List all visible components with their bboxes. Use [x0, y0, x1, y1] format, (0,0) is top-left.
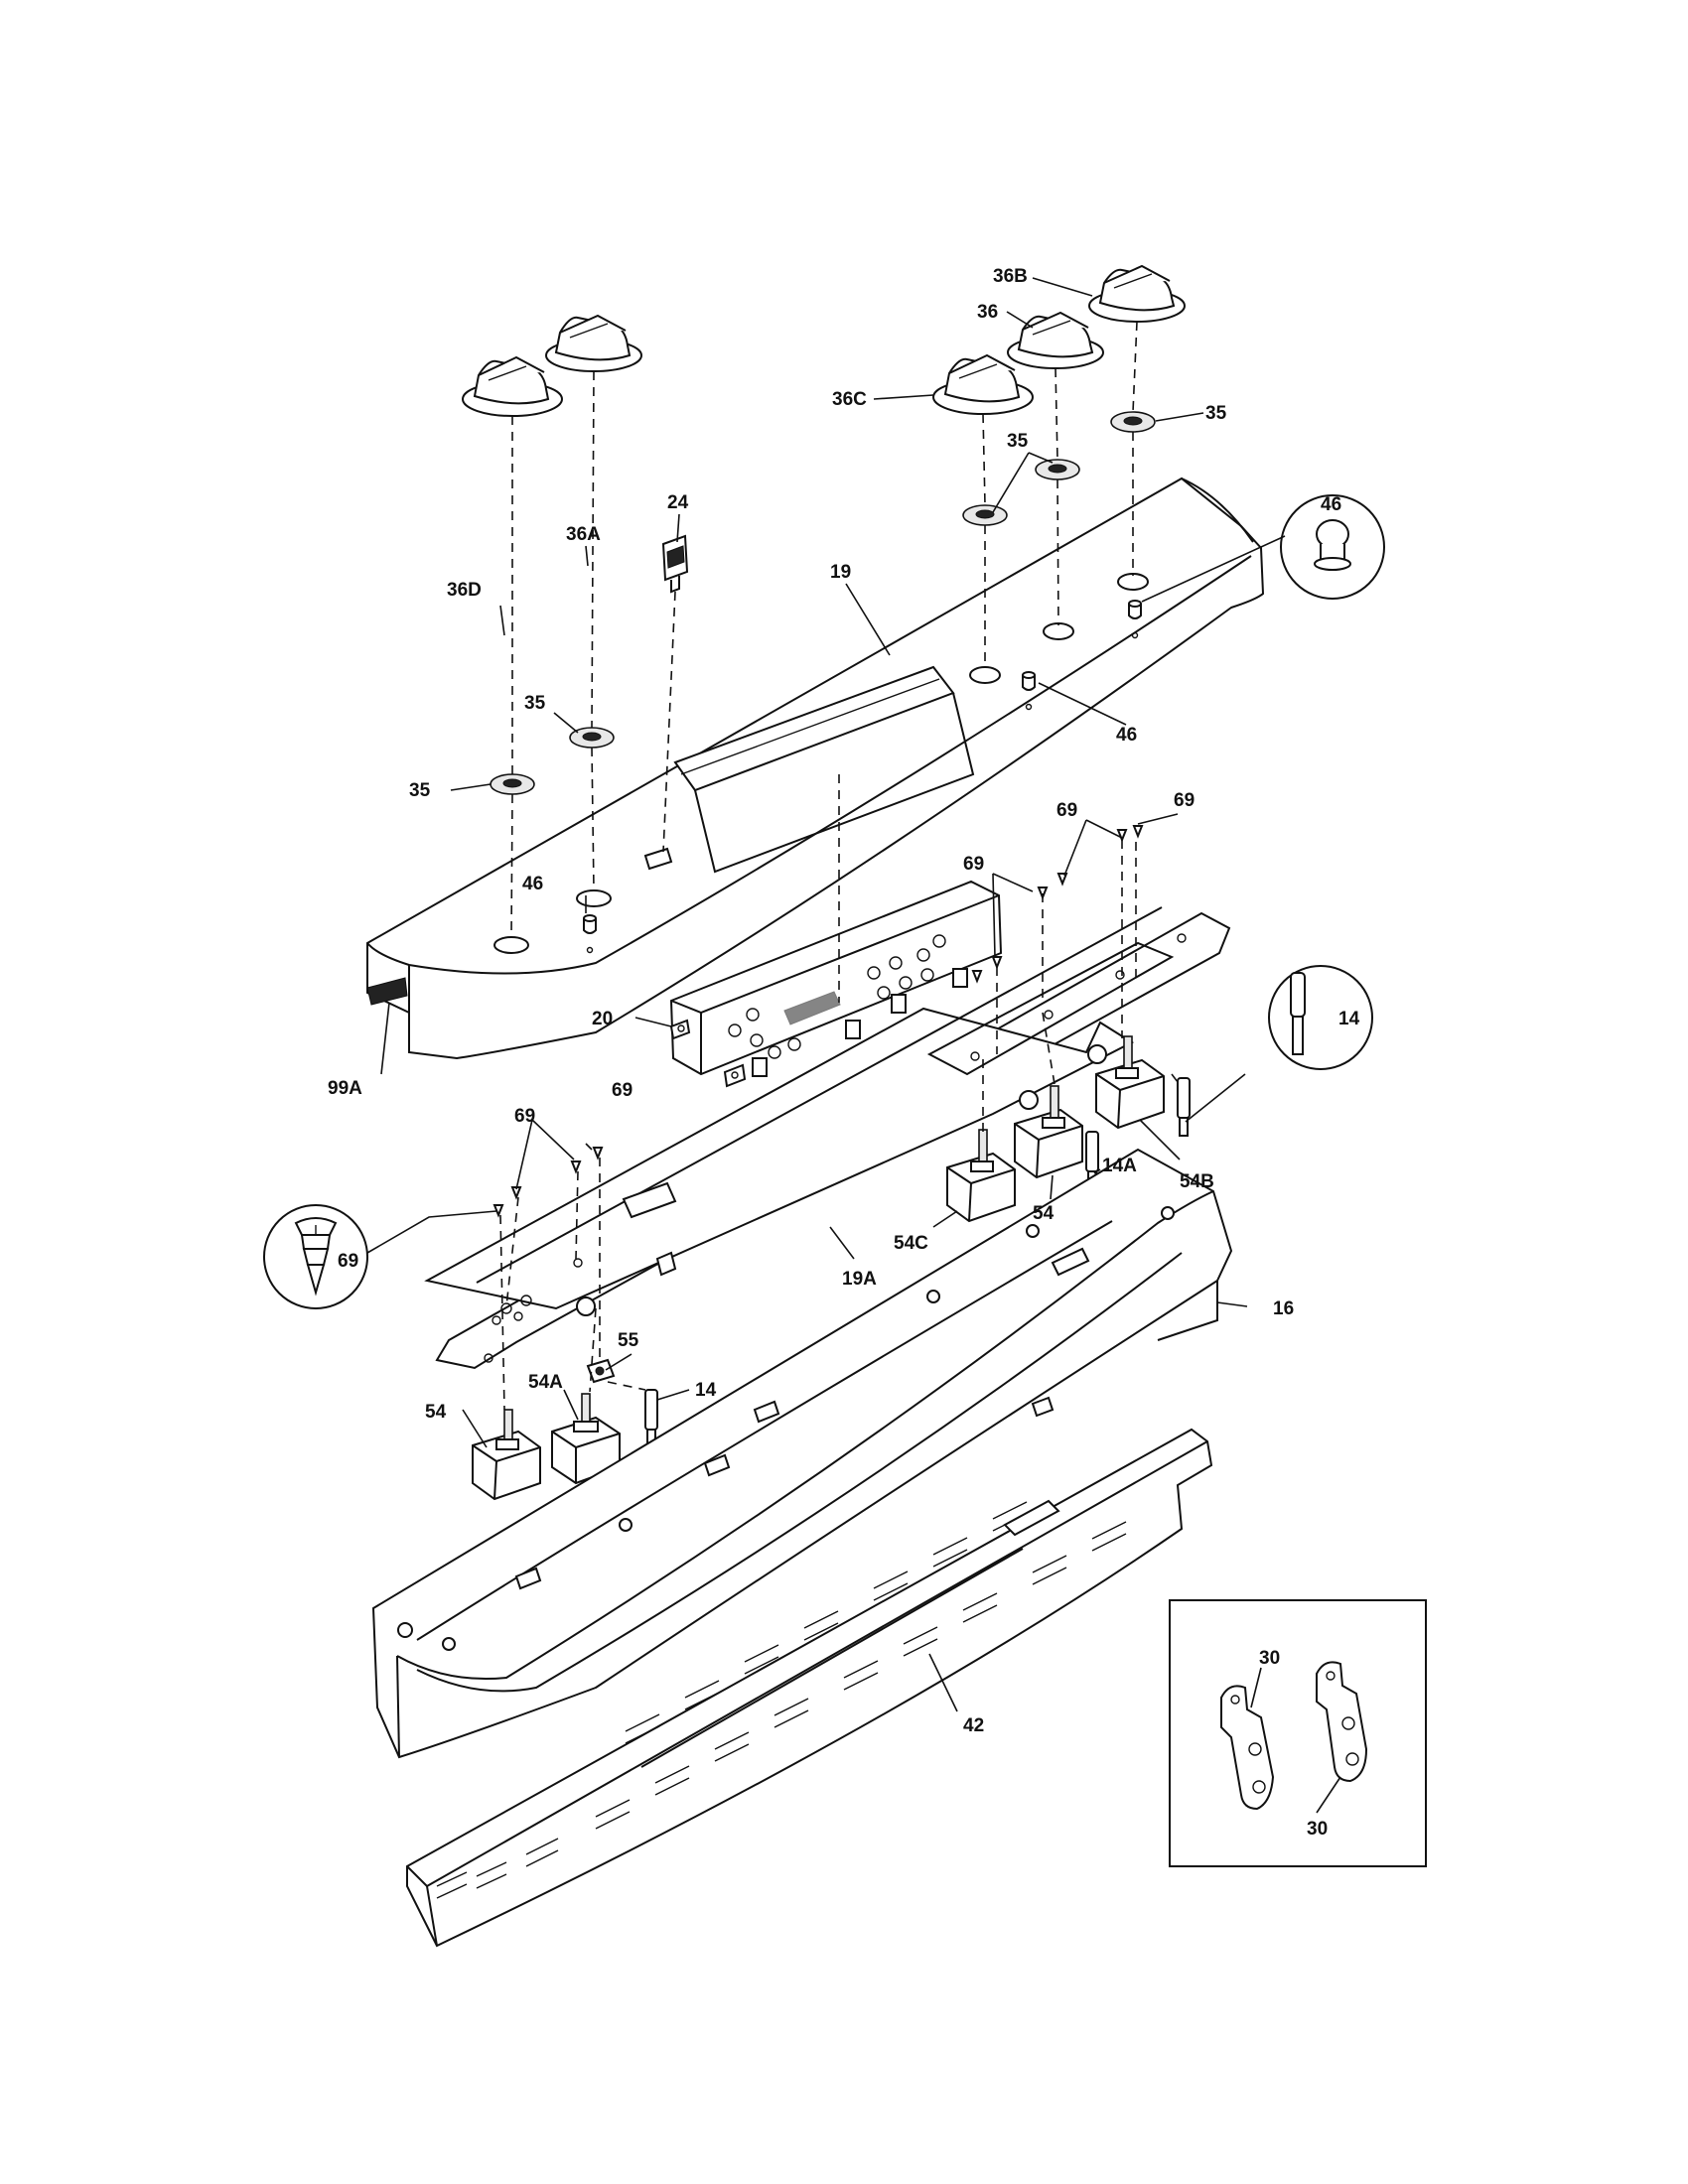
terminal-55	[586, 1358, 616, 1384]
callout-69-a: 69	[1056, 800, 1077, 821]
callout-54C: 54C	[894, 1233, 928, 1254]
switch-54-left	[472, 1409, 541, 1501]
callout-69-d: 69	[514, 1106, 535, 1127]
switch-54A	[551, 1393, 621, 1485]
callout-14-left: 14	[695, 1380, 717, 1401]
callout-69-c: 69	[963, 854, 984, 875]
callout-19: 19	[830, 562, 851, 583]
callout-46-mid: 46	[1116, 725, 1137, 746]
switch-54-right	[1014, 1085, 1083, 1179]
knob-36D	[462, 355, 563, 417]
callout-55: 55	[618, 1330, 639, 1351]
callout-46-circle: 46	[1321, 494, 1341, 515]
switch-54C	[946, 1129, 1016, 1223]
knob-36C	[932, 353, 1034, 415]
callout-14A: 14A	[1102, 1156, 1137, 1176]
bezel-ring-35-mid	[1035, 459, 1080, 480]
callout-36: 36	[977, 302, 998, 323]
knob-36A	[545, 314, 642, 372]
callout-54B: 54B	[1180, 1171, 1214, 1192]
callout-16: 16	[1273, 1298, 1294, 1319]
callout-20: 20	[592, 1009, 613, 1029]
lamp-14-right	[1177, 1077, 1191, 1137]
alignment-lines	[499, 321, 1179, 1411]
manifold-panel-16	[371, 1148, 1233, 1759]
rocker-switch-24	[661, 534, 689, 594]
callout-54A: 54A	[528, 1372, 563, 1393]
callout-35-right: 35	[1205, 403, 1227, 424]
control-bracket-19A	[424, 906, 1231, 1370]
bezel-ring-35-right	[1110, 411, 1156, 433]
callout-42: 42	[963, 1715, 984, 1736]
callout-30-a: 30	[1259, 1648, 1280, 1669]
callout-36D: 36D	[447, 580, 482, 601]
vent-trim-42	[406, 1428, 1213, 1948]
callout-54-right: 54	[1033, 1203, 1055, 1224]
detail-circle-69	[263, 1204, 368, 1309]
leader-lines	[366, 277, 1341, 1814]
bezel-ring-35-lower-left	[490, 773, 535, 795]
callout-36B: 36B	[993, 266, 1028, 287]
knob-36	[1007, 311, 1104, 369]
callout-labels: 36B 36 36C 35 35 46 24 36A 36D 19 46 35 …	[328, 266, 1360, 1840]
bracket-30-a	[1220, 1685, 1275, 1811]
callout-69-circle: 69	[338, 1251, 358, 1272]
callout-69-b: 69	[1174, 790, 1195, 811]
switch-54B	[1095, 1035, 1165, 1130]
clock-control-20	[669, 880, 1003, 1088]
callout-35-left-1: 35	[524, 693, 546, 714]
callout-46-left: 46	[522, 874, 543, 894]
detail-circle-14	[1268, 965, 1373, 1070]
callout-19A: 19A	[842, 1269, 877, 1290]
callout-14-circle: 14	[1338, 1009, 1360, 1029]
callout-30-b: 30	[1307, 1819, 1328, 1840]
bezel-ring-35-left	[962, 504, 1008, 526]
callout-36C: 36C	[832, 389, 867, 410]
detail-circle-46	[1280, 494, 1385, 600]
lamp-14-left	[644, 1389, 658, 1448]
knob-36B	[1088, 264, 1186, 323]
callout-35-mid: 35	[1007, 431, 1029, 452]
callout-35-left-2: 35	[409, 780, 431, 801]
control-panel-19	[366, 477, 1265, 1060]
screws-69	[492, 825, 1144, 1218]
callout-99A: 99A	[328, 1078, 362, 1099]
callout-36A: 36A	[566, 524, 601, 545]
bracket-30-b	[1316, 1661, 1368, 1783]
callout-54-left: 54	[425, 1402, 447, 1423]
callout-69-e: 69	[612, 1080, 633, 1101]
inset-box-brackets-30	[1169, 1599, 1427, 1867]
callout-24: 24	[667, 492, 689, 513]
